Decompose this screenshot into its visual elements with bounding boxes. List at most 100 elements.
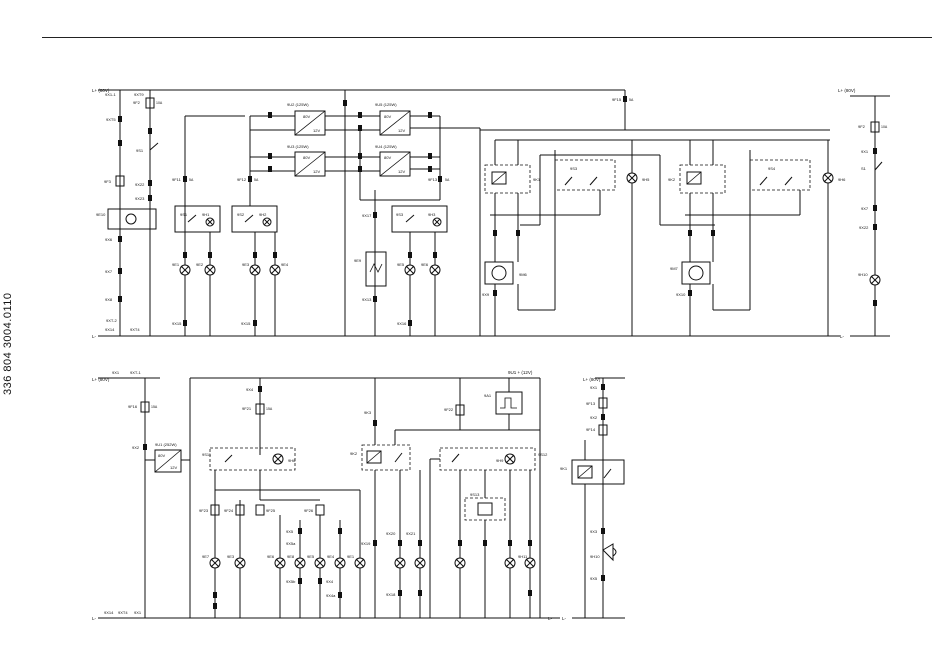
fuse-rating: 5A: [189, 178, 194, 182]
lamp-icon: [454, 557, 466, 569]
lamp-icon: [209, 557, 221, 569]
relay-9k1: [484, 164, 531, 194]
plug-label: 9X19: [361, 541, 371, 546]
rail-label-plus: L+ (80V): [838, 88, 856, 93]
lamp-group-1: 9F11 5A 9S1 9H1 9E1 9E2 9X15: [172, 176, 221, 336]
plug-label: 9X7: [861, 206, 869, 211]
plug-label: 9X9: [482, 292, 490, 297]
switch-label: 9S1: [136, 148, 144, 153]
plug-label: 9X1: [590, 385, 598, 390]
switch-9s3: [554, 159, 616, 191]
lamp-label: 9H9: [496, 458, 504, 463]
switch-label: 9S3: [570, 166, 578, 171]
rail-label-minus: L-: [92, 616, 97, 621]
fuse-label: 9F24: [224, 508, 234, 513]
plug-label: 9X6: [105, 237, 113, 242]
rail-label-minus: L-: [562, 616, 567, 621]
fuse-rating: 5A: [254, 178, 259, 182]
lamp-label: 9H8: [288, 458, 296, 463]
fuse-rating: 10A: [881, 125, 888, 129]
plug-label: 9X13: [362, 297, 372, 302]
fuse-label: 9F2: [133, 100, 141, 105]
fuse-label: 9F15: [612, 97, 622, 102]
horn-icon: [602, 543, 614, 562]
converter-title: 9U1 (252W): [155, 442, 177, 447]
rail-label-minus: L-: [92, 334, 97, 339]
lamp-label: 9H6: [838, 177, 846, 182]
relay-label: 9K2: [350, 451, 358, 456]
relay-label: 9K1: [560, 466, 568, 471]
motor-label: 9M6: [519, 272, 528, 277]
switch-9s13: [464, 497, 506, 521]
switch-box-9s3: [391, 205, 448, 233]
relay-9k1: [571, 459, 625, 485]
plug-label: 9X15: [172, 321, 182, 326]
converter-output: 12V: [313, 169, 320, 174]
fuse-label: 9F26: [304, 508, 314, 513]
horn-label: 9E10: [96, 212, 106, 217]
plug-label: 9X7: [105, 269, 113, 274]
lamp-label: 9H5: [642, 177, 650, 182]
heater-9e9: 9X17 9E9 9X13: [354, 190, 440, 336]
timer-9a1: [495, 391, 523, 415]
lamp-label: 9E1: [172, 262, 180, 267]
converter-bank: 9U2 (125W) 80V 12V 9U5 (125W) 80V 12V 9U…: [184, 89, 480, 336]
fuse-rating: 10A: [156, 101, 163, 105]
rail-label-plus: L+ (80V): [583, 377, 601, 382]
lamp-icon: [394, 557, 406, 569]
fuse-rating: 5A: [445, 178, 450, 182]
lamp-label: 9E3: [242, 262, 250, 267]
plug-label: 9X5a: [286, 541, 296, 546]
plug-label: 9XT9: [134, 92, 144, 97]
relay-label: 9K3: [364, 410, 372, 415]
plug-label: 9X22: [859, 225, 869, 230]
relay-label: 9H3: [428, 212, 436, 217]
lamp-icon: [869, 274, 881, 286]
lamp-icon: [249, 264, 261, 276]
plug-label: 9XT5: [106, 117, 116, 122]
switch-label: S1: [861, 166, 867, 171]
converter-9u5: [379, 110, 411, 136]
lamp-icon: [205, 217, 215, 227]
fuse-label: 9F23: [199, 508, 209, 513]
lamp-label: 9E5: [307, 554, 315, 559]
lamp-icon: [822, 172, 834, 184]
lamp-icon: [404, 264, 416, 276]
converter-9u2: [294, 110, 326, 136]
lamp-icon: [179, 264, 191, 276]
bottom-right-horn-circuit: L+ (80V) 9X1 9F13 9X2 9F14 9K1 9X3 9H10: [560, 377, 625, 621]
plug-label: 9X21: [406, 531, 416, 536]
lamp-icon: [432, 217, 442, 227]
plug-label: 9X14: [105, 327, 115, 332]
fuse-label: 9F21: [242, 406, 252, 411]
lamp-label: 9E7: [202, 554, 210, 559]
plug-label: 9XT-2: [106, 318, 117, 323]
converter-title: 9U3 (125W): [287, 144, 309, 149]
lamp-icon: [429, 264, 441, 276]
lamp-icon: [234, 557, 246, 569]
bottom-left-supply: L+ (80V) 9X1 9XT-1 9F16 15A 9X2 9U1 (252…: [92, 370, 560, 621]
converter-9u1: [154, 449, 182, 473]
lamp-label: 9E3: [227, 554, 235, 559]
switch-label: 9S2: [237, 212, 245, 217]
relay-label: 9H1: [202, 212, 210, 217]
fuse-label: 9F25: [266, 508, 276, 513]
switch-label: 9S11: [202, 452, 212, 457]
converter-9u4: [379, 151, 411, 177]
converter-output: 12V: [398, 128, 405, 133]
fuse-label: 9F16: [128, 404, 138, 409]
lamp-icon: [334, 557, 346, 569]
plug-label: 9X2: [132, 445, 140, 450]
rail-label-minus: L-: [548, 616, 553, 621]
timer-label: 9A1: [484, 393, 492, 398]
lamp-icon: [269, 264, 281, 276]
motor-9m7: [681, 261, 711, 285]
plug-label: 9X5b: [286, 579, 296, 584]
lamp-icon: [294, 557, 306, 569]
lamp-icon: [504, 453, 516, 465]
switch-label: 9S3: [396, 212, 404, 217]
converter-9u3: [294, 151, 326, 177]
plug-label: 9X1: [861, 149, 869, 154]
right-column-circuit: L+ (80V) 9F2 10A 9X1 S1 9X22 9H10 9X7 L-: [838, 88, 890, 339]
